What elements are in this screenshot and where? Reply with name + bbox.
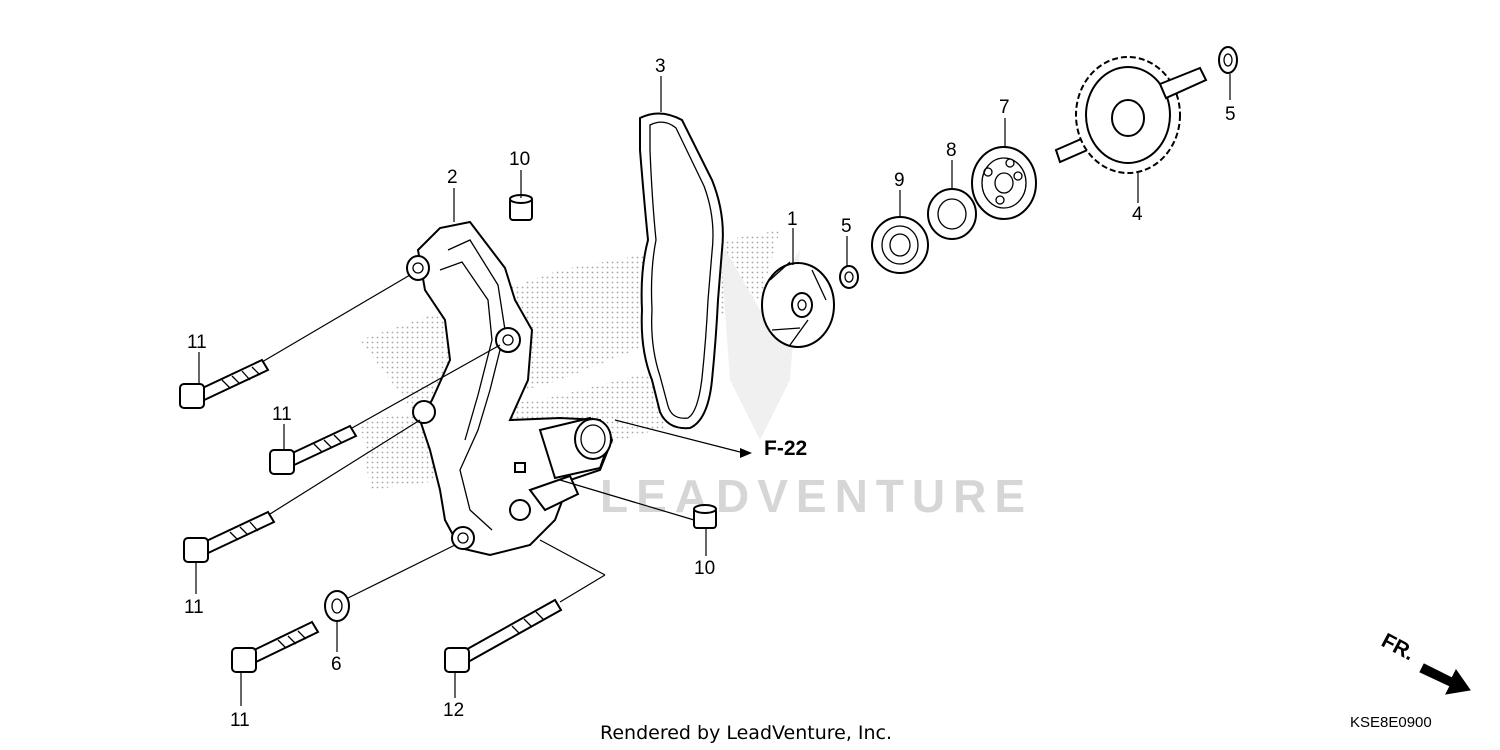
callout-12: 12 [443,700,464,721]
flange-bolt-11d[interactable] [231,620,320,673]
front-direction-arrow: FR. [1378,629,1471,695]
assembly-lines [261,274,752,603]
flange-bolt-11a[interactable] [179,358,270,409]
washer-small-1[interactable] [839,265,859,289]
reference-label[interactable]: F-22 [764,437,807,460]
direction-label: FR. [1378,629,1419,665]
water-seal-part[interactable] [871,216,929,274]
callout-11a: 11 [187,332,207,353]
washer-small-2[interactable] [1218,46,1238,74]
callout-7: 7 [999,97,1010,118]
callout-4: 4 [1132,204,1143,225]
callout-10b: 10 [694,558,715,579]
callout-2: 2 [447,167,458,188]
flange-bolt-12[interactable] [444,598,563,673]
callout-3: 3 [655,56,666,77]
callout-9: 9 [894,170,905,191]
dowel-pin-lower[interactable] [693,504,717,529]
sealing-washer-6[interactable] [324,590,350,622]
callout-6: 6 [331,654,342,675]
bearing-part[interactable] [971,146,1037,220]
watermark-text: LEADVENTURE [600,470,1033,522]
callout-10a: 10 [509,149,530,170]
flange-bolt-11b[interactable] [269,424,358,475]
gasket-part[interactable] [639,112,724,430]
callout-8: 8 [946,140,957,161]
credit-text: Rendered by LeadVenture, Inc. [600,722,892,744]
callout-11d: 11 [230,710,250,731]
leader-lines [195,74,1231,706]
callout-11c: 11 [184,597,204,618]
oil-seal-part[interactable] [927,188,977,240]
flange-bolt-11c[interactable] [183,510,276,563]
callout-11b: 11 [272,404,292,425]
dowel-pin-upper[interactable] [509,194,533,221]
impeller-part[interactable] [761,261,835,348]
diagram-code: KSE8E0900 [1350,714,1432,731]
pump-cover-part[interactable] [406,220,614,557]
callout-labels: 1 2 3 4 5 5 6 7 8 9 10 10 11 11 11 11 12 [184,56,1236,731]
pump-shaft-gear-part[interactable] [1054,56,1208,174]
callout-5b: 5 [1225,104,1236,125]
callout-5a: 5 [841,216,852,237]
callout-1: 1 [787,209,798,230]
